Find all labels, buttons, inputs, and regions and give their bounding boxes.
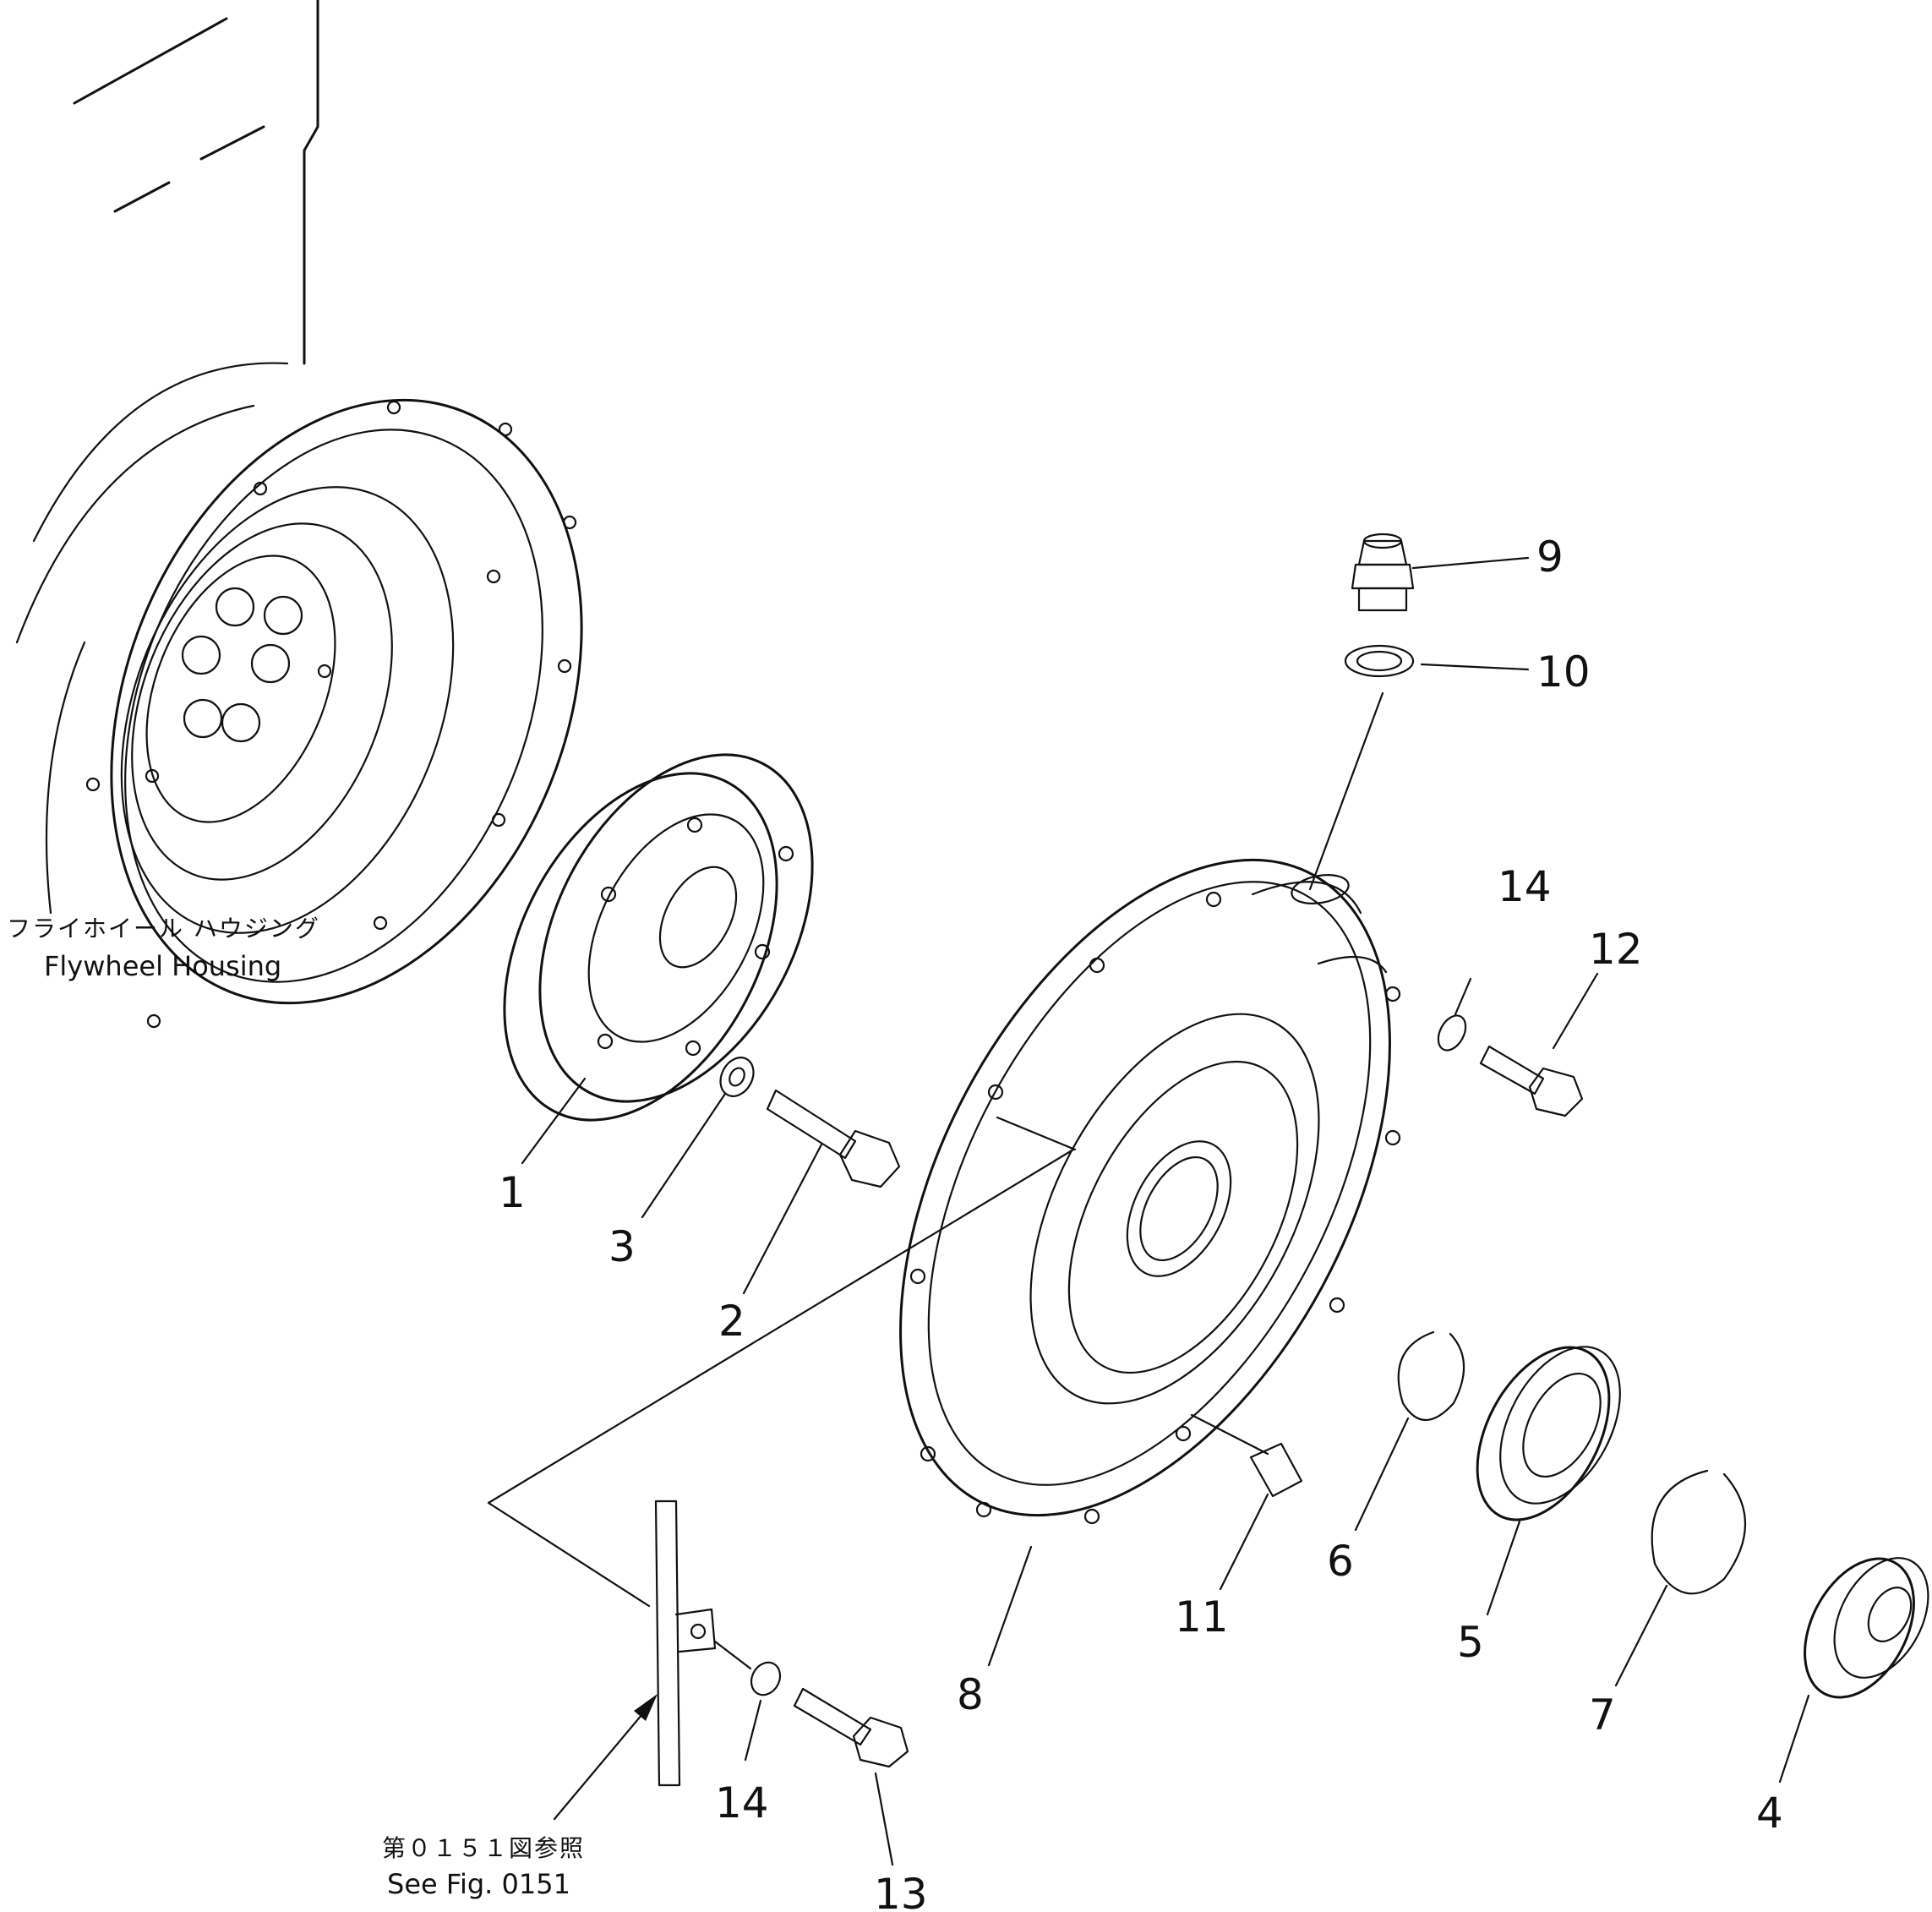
callout-1: 1	[499, 1168, 526, 1217]
callout-14-upper: 14	[1498, 862, 1552, 911]
callout-10: 10	[1536, 647, 1591, 697]
callout-13: 13	[874, 1870, 928, 1912]
callout-2: 2	[718, 1297, 745, 1346]
part-13-bolt	[793, 1687, 909, 1768]
callout-7: 7	[1589, 1691, 1616, 1740]
callout-3: 3	[609, 1222, 636, 1271]
part-2-bolt	[766, 1089, 901, 1188]
part-14-washer-upper	[1437, 1014, 1467, 1052]
flywheel-housing	[15, 362, 583, 1029]
part-6-snap-ring	[1397, 1330, 1465, 1422]
part-14-washer-lower	[750, 1661, 782, 1696]
flywheel-housing-label-en: Flywheel Housing	[44, 950, 281, 982]
part-5-bearing	[1476, 1346, 1621, 1521]
see-fig-label-en: See Fig. 0151	[387, 1868, 570, 1900]
hub-bolt-pattern	[181, 587, 303, 743]
callout-6: 6	[1327, 1537, 1354, 1586]
callout-9: 9	[1536, 533, 1564, 582]
part-7-snap-ring	[1651, 1469, 1746, 1595]
part-9-plug	[1351, 533, 1415, 612]
part-4-spline-hub	[1804, 1557, 1929, 1699]
leader-lines	[487, 556, 1810, 1866]
callout-12: 12	[1589, 925, 1643, 974]
part-3-washer	[719, 1057, 755, 1097]
callout-5: 5	[1457, 1618, 1484, 1667]
part-8-main-housing	[899, 858, 1401, 1525]
part-10-gasket	[1344, 644, 1415, 678]
rim-bolt-holes	[85, 400, 577, 1029]
flywheel-housing-label-jp: フライホイール ハウジング	[7, 915, 320, 942]
callout-numbers: 1 2 3 4 5 6 7 8 9 10 11 12 13 14 14	[499, 533, 1783, 1912]
part-1-coupling-disc	[503, 753, 814, 1122]
callout-11: 11	[1175, 1592, 1229, 1642]
callout-8: 8	[957, 1670, 984, 1719]
part-11-fitting	[1249, 1442, 1303, 1498]
callout-4: 4	[1756, 1789, 1783, 1838]
part-12-bolt	[1479, 1045, 1584, 1117]
engine-block-outline	[73, 0, 319, 365]
callout-14-lower: 14	[715, 1778, 769, 1827]
reference-bar	[654, 1500, 717, 1787]
see-fig-label-jp: 第０１５１図参照	[382, 1834, 585, 1862]
